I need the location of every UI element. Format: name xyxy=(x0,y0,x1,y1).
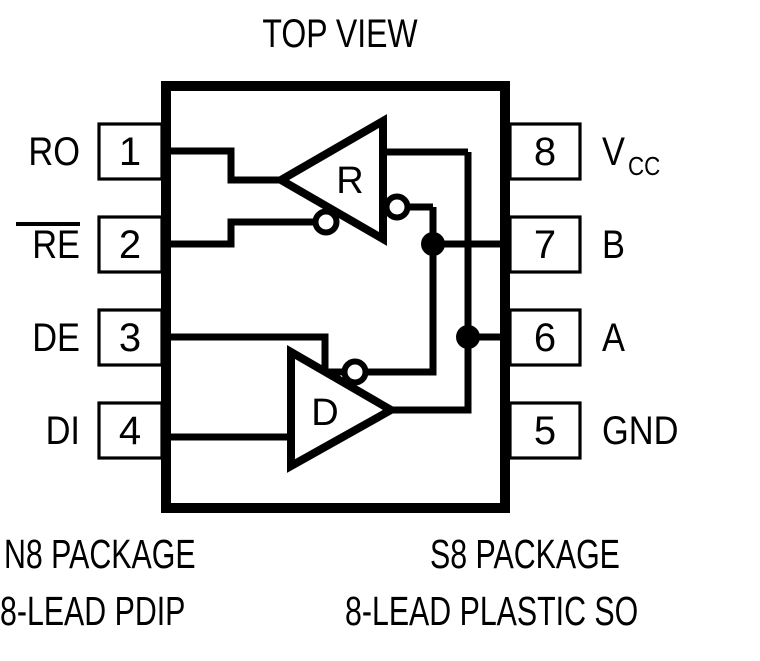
driver-gate-label: D xyxy=(311,392,338,434)
pin-number-3: 3 xyxy=(119,316,141,360)
wire-de-to-driver-enable xyxy=(161,333,345,376)
pin-box-4[interactable] xyxy=(97,401,164,460)
pin-label-vcc: V xyxy=(602,129,625,174)
receiver-gate-triangle xyxy=(273,114,387,246)
pin-label-b: B xyxy=(602,222,625,267)
package-name-right: S8 PACKAGE xyxy=(430,530,620,577)
pin-box-2[interactable] xyxy=(97,215,164,274)
driver-enable-bubble-icon xyxy=(341,358,369,386)
pin-number-6: 6 xyxy=(534,316,556,360)
receiver-input-bubble-icon xyxy=(383,193,411,221)
wire-node-a-to-driver-output xyxy=(391,337,472,414)
pin-number-8: 8 xyxy=(534,130,556,174)
pin-label-a: A xyxy=(602,315,625,360)
pin-label-vcc-group: V CC xyxy=(602,129,660,182)
pin-number-4: 4 xyxy=(119,409,141,453)
driver-gate-triangle xyxy=(287,345,400,473)
junction-dot-b xyxy=(421,232,445,256)
pin-box-3[interactable] xyxy=(97,308,164,367)
pin-number-7: 7 xyxy=(534,223,556,267)
pin-label-re: RE xyxy=(32,222,80,267)
pin-label-ro: RO xyxy=(28,129,80,174)
pin-label-di: DI xyxy=(46,408,80,453)
wire-ro-to-receiver-output xyxy=(161,147,281,184)
pin-box-1[interactable] xyxy=(97,122,164,181)
pin-box-5[interactable] xyxy=(508,401,582,460)
pin-label-gnd: GND xyxy=(602,408,678,453)
receiver-enable-bubble-icon xyxy=(312,208,340,236)
pin-box-7[interactable] xyxy=(508,215,582,274)
pin-number-5: 5 xyxy=(534,409,556,453)
junction-dot-a xyxy=(456,325,480,349)
pin-box-8[interactable] xyxy=(508,122,582,181)
package-desc-right: 8-LEAD PLASTIC SO xyxy=(345,587,638,634)
pin-number-2: 2 xyxy=(119,223,141,267)
wire-rail-b-vertical xyxy=(366,207,437,376)
wire-re-to-receiver-enable xyxy=(161,218,316,248)
pin-label-de: DE xyxy=(32,315,80,360)
pin-number-1: 1 xyxy=(119,130,141,174)
page-title: TOP VIEW xyxy=(262,11,418,56)
receiver-gate-label: R xyxy=(336,160,363,202)
package-desc-left: 8-LEAD PDIP xyxy=(0,587,185,634)
package-name-left: N8 PACKAGE xyxy=(4,530,196,577)
pin-label-vcc-subscript: CC xyxy=(628,152,660,181)
pin-box-6[interactable] xyxy=(508,308,582,367)
